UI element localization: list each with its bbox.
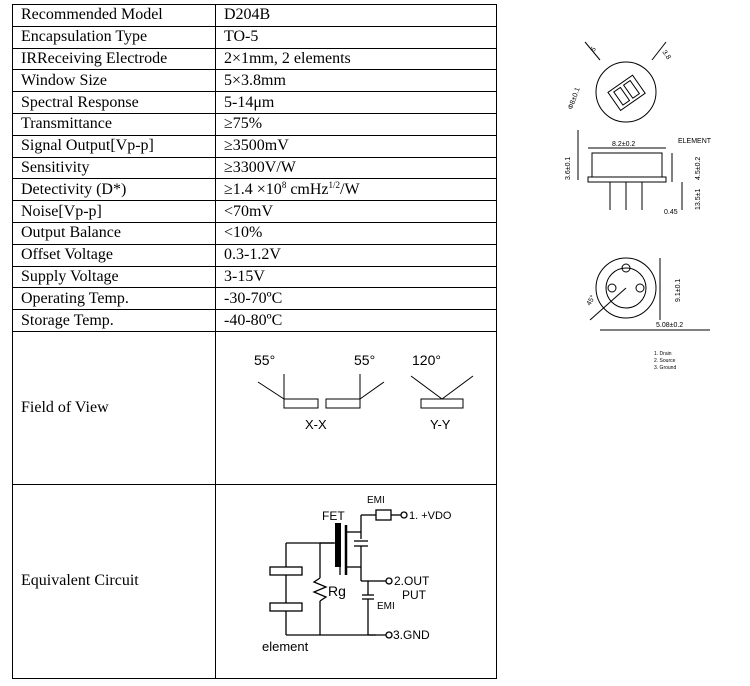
dim-3-6: 3.6±0.1 [565, 157, 572, 180]
fov-right-element [325, 373, 385, 409]
emi-bottom-label: EMI [377, 601, 395, 612]
spec-row: Operating Temp.-30-70ºC [12, 287, 497, 311]
spec-value: <70mV [215, 200, 497, 223]
put-label: PUT [402, 588, 427, 602]
spec-row: Sensitivity≥3300V/W [12, 156, 497, 180]
spec-row: Transmittance≥75% [12, 112, 497, 136]
spec-label: Transmittance [12, 112, 216, 136]
spec-label: Encapsulation Type [12, 25, 216, 49]
spec-value: ≥1.4 ×108 cmHz1/2/W [215, 178, 497, 202]
spec-label: Sensitivity [12, 156, 216, 180]
rg-label: Rg [328, 583, 346, 599]
fet-gate-bar [335, 522, 341, 567]
side-view-can [591, 152, 663, 178]
equivalent-circuit-label: Equivalent Circuit [12, 483, 216, 679]
spec-label: Spectral Response [12, 91, 216, 114]
dim-5: 5 [590, 46, 598, 53]
pin-legend-2: 2. Source [654, 358, 676, 364]
spec-label: Supply Voltage [12, 265, 216, 289]
spec-value: 5-14μm [215, 91, 497, 114]
spec-value-part: /W [340, 180, 360, 198]
spec-value: ≥3300V/W [215, 156, 497, 180]
fov-axis-yy: Y-Y [430, 417, 451, 432]
pin-legend-3: 3. Ground [654, 365, 676, 371]
pin-legend-1: 1. Drain [654, 351, 672, 357]
fov-left-element [257, 373, 319, 409]
field-of-view-label: Field of View [12, 330, 216, 485]
spec-value: -30-70ºC [215, 287, 497, 311]
bottom-view-outline [595, 257, 657, 319]
spec-value: -40-80ºC [215, 309, 497, 332]
spec-row: Storage Temp.-40-80ºC [12, 309, 497, 332]
fov-axis-xx: X-X [305, 417, 327, 432]
spec-row: Signal Output[Vp-p]≥3500mV [12, 134, 497, 158]
spec-value: ≥75% [215, 112, 497, 136]
spec-value: 2×1mm, 2 elements [215, 47, 497, 71]
top-view-outline [595, 61, 657, 123]
spec-label: Recommended Model [12, 4, 216, 27]
fet-label: FET [322, 509, 345, 523]
spec-value: 5×3.8mm [215, 69, 497, 93]
field-of-view-cell: 55° 55° 120° X-X [215, 330, 497, 485]
fov-angle-right: 55° [354, 352, 375, 368]
spec-value: <10% [215, 221, 497, 245]
dim-45-degree: 45° [585, 294, 597, 307]
field-of-view-row: Field of View 55° 55° 120° [12, 330, 497, 485]
spec-value-part: ≥1.4 ×10 [224, 180, 282, 198]
dim-0-45: 0.45 [664, 209, 678, 216]
gnd-label: 3.GND [393, 628, 430, 642]
spec-label: IRReceiving Electrode [12, 47, 216, 71]
spec-label: Offset Voltage [12, 243, 216, 267]
element-callout: ELEMENT [678, 138, 712, 145]
equivalent-circuit-diagram: FET EMI 1. +VDO 2.OUT PUT EMI 3.GND Rg e… [262, 495, 452, 654]
spec-value: ≥3500mV [215, 134, 497, 158]
spec-label: Operating Temp. [12, 287, 216, 311]
vdd-label: 1. +VDO [409, 510, 452, 522]
out-label: 2.OUT [394, 574, 430, 588]
spec-label: Output Balance [12, 221, 216, 245]
spec-value: TO-5 [215, 25, 497, 49]
spec-value-part: cmHz [286, 180, 329, 198]
spec-row: Output Balance<10% [12, 221, 497, 245]
spec-label: Window Size [12, 69, 216, 93]
dim-8-2: 8.2±0.2 [612, 141, 635, 148]
emi-top-label: EMI [367, 495, 385, 506]
spec-row: Detectivity (D*)≥1.4 ×108 cmHz1/2/W [12, 178, 497, 202]
dim-13-5: 13.5±1 [695, 189, 702, 210]
dim-4-5: 4.5±0.2 [695, 157, 702, 180]
spec-label: Storage Temp. [12, 309, 216, 332]
spec-value-part: 8 [281, 179, 287, 190]
fov-angle-yy: 120° [412, 352, 441, 368]
equivalent-circuit-cell: FET EMI 1. +VDO 2.OUT PUT EMI 3.GND Rg e… [215, 483, 497, 679]
element-label: element [262, 639, 309, 654]
spec-row: Noise[Vp-p]<70mV [12, 200, 497, 223]
spec-label: Signal Output[Vp-p] [12, 134, 216, 158]
fov-angle-left: 55° [254, 352, 275, 368]
spec-value-part: 1/2 [328, 179, 341, 190]
equivalent-circuit-row: Equivalent Circuit [12, 483, 497, 679]
spec-value: D204B [215, 4, 497, 27]
dim-9-1: 9.1±0.1 [675, 279, 682, 302]
field-of-view-diagram: 55° 55° 120° X-X [254, 352, 474, 432]
spec-value: 3-15V [215, 265, 497, 289]
spec-label: Detectivity (D*) [12, 178, 216, 202]
dim-5-08: 5.08±0.2 [656, 322, 683, 329]
dim-3-8: 3.8 [660, 49, 671, 61]
dimension-drawing: 5 3.8 Φ8±0.1 3.6±0.1 ELEMENT 8.2±0.2 4.5… [565, 41, 712, 371]
spec-value: 0.3-1.2V [215, 243, 497, 267]
fov-yy-element [410, 375, 474, 409]
spec-label: Noise[Vp-p] [12, 200, 216, 223]
dim-diameter: Φ8±0.1 [567, 87, 581, 111]
